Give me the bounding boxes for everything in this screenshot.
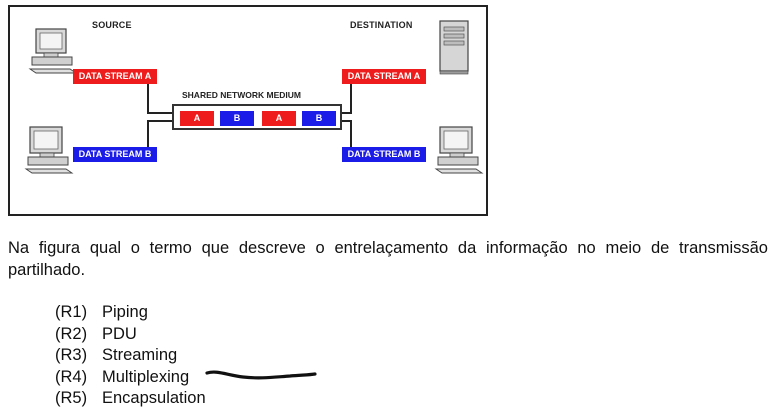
desktop-computer-icon (24, 126, 74, 174)
source-stream-b: DATA STREAM B (73, 147, 157, 162)
tower-server-icon (439, 20, 469, 75)
destination-label: DESTINATION (350, 20, 413, 30)
shared-network-medium: A B A B (172, 104, 342, 130)
destination-stream-b: DATA STREAM B (342, 147, 426, 162)
option-r1: (R1) Piping (55, 302, 206, 324)
desktop-computer-icon (434, 126, 484, 174)
option-text: PDU (102, 324, 137, 343)
option-code: (R1) (55, 303, 88, 321)
question-text: Na figura qual o termo que descreve o en… (8, 239, 768, 279)
option-r3: (R3) Streaming (55, 345, 206, 367)
option-r4: (R4) Multiplexing (55, 367, 206, 389)
source-stream-a: DATA STREAM A (73, 69, 157, 84)
wire (350, 120, 352, 147)
wire (147, 120, 173, 122)
wire (350, 84, 352, 114)
option-text: Encapsulation (102, 389, 206, 407)
shared-medium-label: SHARED NETWORK MEDIUM (182, 90, 301, 100)
option-r5: (R5) Encapsulation (55, 388, 206, 410)
option-text: Streaming (102, 346, 178, 364)
option-code: (R4) (55, 367, 88, 386)
medium-cell-a: A (180, 111, 214, 126)
network-diagram: SOURCE DESTINATION DATA STREAM A DATA ST… (8, 5, 488, 216)
medium-cell-b: B (220, 111, 254, 126)
medium-cell-b: B (302, 111, 336, 126)
wire (147, 120, 149, 147)
option-r2: (R2) PDU (55, 324, 206, 346)
source-label: SOURCE (92, 20, 132, 30)
desktop-computer-icon (28, 28, 78, 74)
option-code: (R3) (55, 346, 88, 364)
destination-stream-a: DATA STREAM A (342, 69, 426, 84)
options-list: (R1) Piping (R2) PDU (R3) Streaming (R4) Mul… (55, 302, 206, 410)
wire (341, 120, 352, 122)
wire (147, 112, 173, 114)
medium-cell-a: A (262, 111, 296, 126)
option-code: (R5) (55, 389, 88, 407)
answer-mark-scribble (205, 370, 317, 380)
wire (147, 84, 149, 114)
option-code: (R2) (55, 324, 88, 343)
option-text: Multiplexing (102, 367, 190, 386)
wire (341, 112, 352, 114)
option-text: Piping (102, 303, 148, 321)
